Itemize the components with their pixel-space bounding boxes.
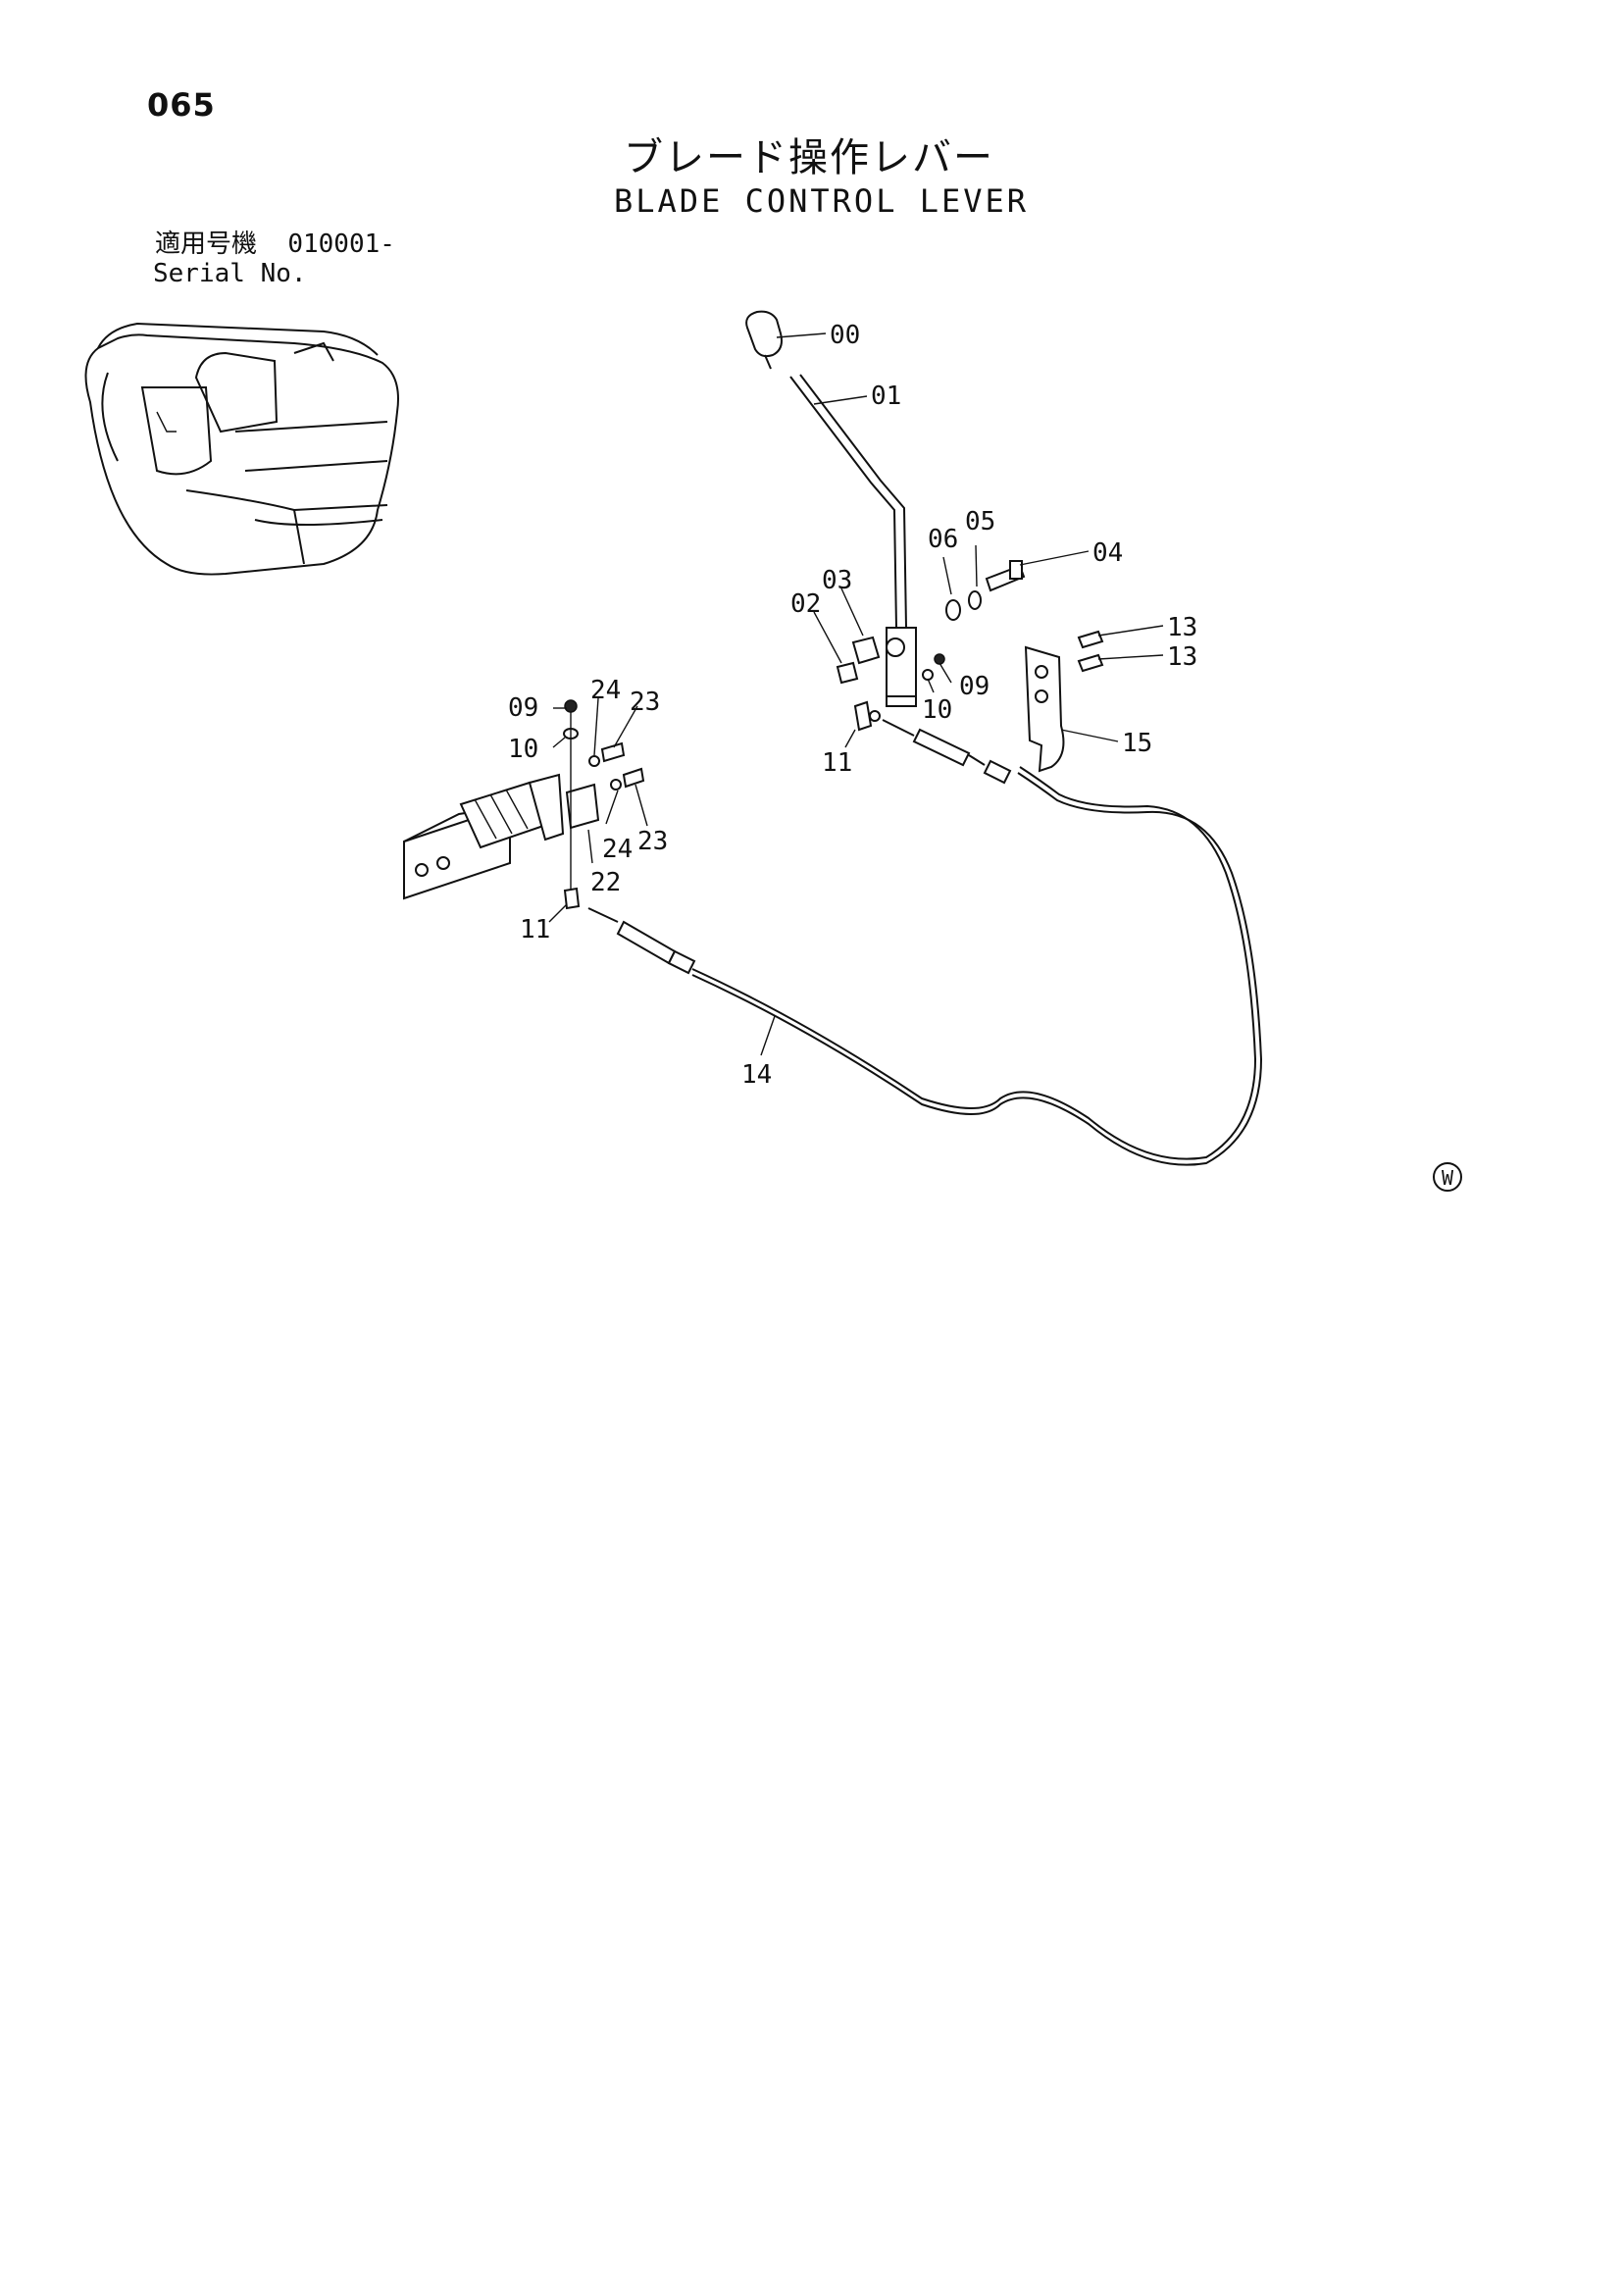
bushing-part-02	[836, 661, 859, 685]
label-04: 04	[1092, 538, 1123, 568]
label-09l: 09	[508, 693, 538, 723]
washer-part-24-b	[610, 779, 622, 791]
washer-part-06	[945, 599, 961, 621]
washer-part-10-right	[922, 669, 934, 681]
mark-letter: W	[1442, 1166, 1454, 1190]
label-10r: 10	[922, 695, 952, 725]
label-15: 15	[1122, 729, 1152, 758]
label-13b: 13	[1167, 642, 1197, 672]
machine-thumbnail	[84, 322, 399, 576]
lever-assembly	[745, 310, 1026, 732]
label-23a: 23	[630, 688, 660, 717]
bolt-part-13-b	[1077, 653, 1104, 673]
title-japanese: ブレード操作レバー	[624, 135, 994, 180]
label-05: 05	[965, 507, 995, 536]
leader-lines	[548, 332, 1164, 1056]
washer-part-05	[968, 590, 982, 610]
label-22: 22	[590, 868, 621, 897]
serial-value: 010001-	[287, 230, 395, 259]
knob-part-00	[745, 310, 783, 358]
serial-label-en: Serial No.	[153, 259, 307, 288]
label-23b: 23	[637, 827, 668, 856]
serial-label-jp: 適用号機	[155, 230, 258, 259]
title-english: BLADE CONTROL LEVER	[614, 182, 1030, 220]
bolt-part-13-a	[1077, 630, 1104, 649]
bracket-assembly	[1024, 630, 1104, 773]
label-13a: 13	[1167, 613, 1197, 642]
control-cable	[587, 719, 1263, 1166]
serial-block: 適用号機 010001- Serial No.	[153, 230, 395, 288]
label-10l: 10	[508, 735, 538, 764]
nut-part-09-left	[564, 699, 578, 713]
label-11l: 11	[520, 915, 550, 944]
page-number: 065	[147, 86, 216, 124]
joint-part-11-right	[853, 700, 873, 732]
label-03: 03	[822, 566, 852, 595]
label-01: 01	[871, 382, 901, 411]
label-11r: 11	[822, 748, 852, 778]
joint-part-11-left	[563, 887, 581, 910]
part-labels: 00 01 06 05 04 03 02 13 13 09 10 15 11 0…	[508, 321, 1197, 1090]
label-00: 00	[830, 321, 860, 350]
label-24b: 24	[602, 835, 633, 864]
bushing-part-03	[851, 636, 881, 665]
bracket-part-15	[1024, 645, 1065, 773]
lever-base-block	[886, 627, 917, 697]
label-06: 06	[928, 525, 958, 554]
label-14: 14	[741, 1060, 772, 1090]
bolt-part-23-a	[600, 741, 626, 763]
label-24a: 24	[590, 676, 621, 705]
label-09r: 09	[959, 672, 990, 701]
nut-part-09-right	[934, 653, 945, 665]
label-02: 02	[790, 589, 821, 619]
valve-cap-part-22	[565, 783, 600, 830]
bolt-part-23-b	[622, 767, 645, 789]
circled-w-mark: W	[1433, 1162, 1462, 1192]
washer-part-24-a	[588, 755, 600, 767]
